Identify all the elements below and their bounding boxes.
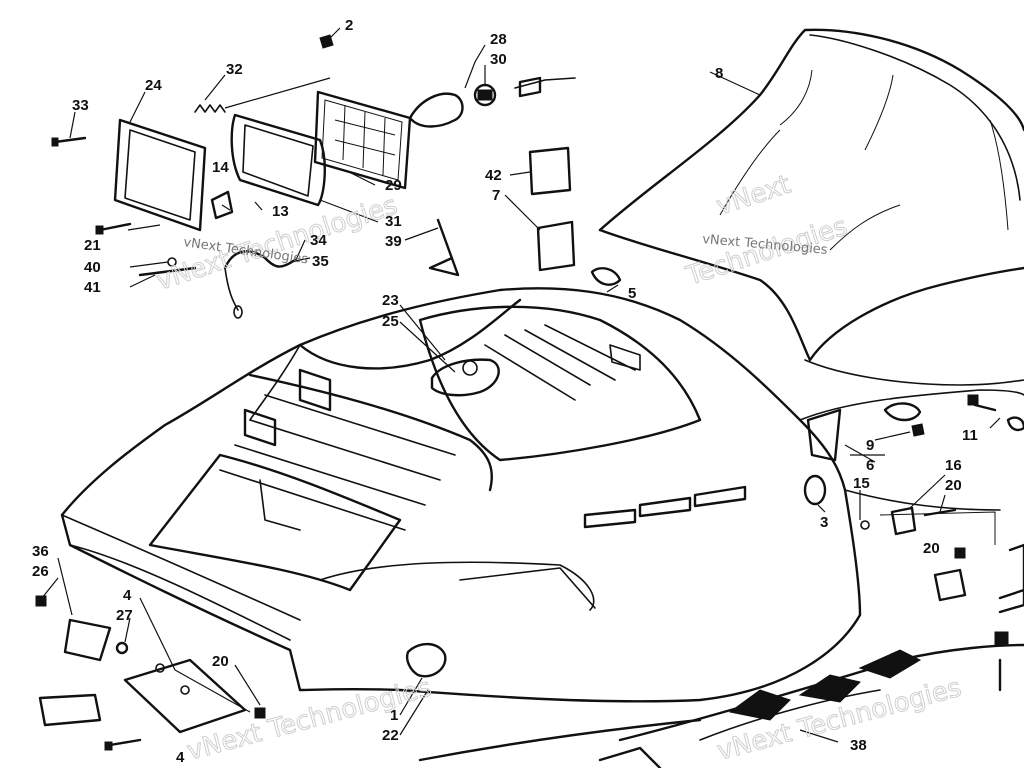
callout-39: 39 xyxy=(385,233,402,250)
callout-3: 3 xyxy=(820,514,828,531)
callout-15: 16 xyxy=(945,457,962,474)
callout-36: 36 xyxy=(32,543,49,560)
callout-41: 41 xyxy=(84,279,101,296)
callout-12: 13 xyxy=(272,203,289,220)
callout-14: 15 xyxy=(853,475,870,492)
callouts: 2 28 30 32 24 33 8 42 7 14 13 29 31 39 2… xyxy=(32,17,978,766)
callout-20-right: 20 xyxy=(923,540,940,557)
small-parts xyxy=(35,146,1024,751)
callout-1: 1 xyxy=(390,707,398,724)
hood xyxy=(60,287,1024,768)
callout-4: 4 xyxy=(123,587,132,604)
callout-25: 25 xyxy=(382,313,399,330)
callout-20: 20 xyxy=(212,653,229,670)
callout-8: 8 xyxy=(715,65,723,82)
callout-5: 5 xyxy=(628,285,636,302)
callout-6: 6 xyxy=(866,457,874,474)
callout-13: 14 xyxy=(212,159,229,176)
callout-9: 9 xyxy=(866,437,874,454)
callout-26: 26 xyxy=(32,563,49,580)
callout-29: 29 xyxy=(385,177,402,194)
callout-22: 22 xyxy=(382,727,399,744)
callout-33: 33 xyxy=(72,97,89,114)
headlight-assembly xyxy=(51,34,576,319)
leader-lines xyxy=(41,27,1001,743)
callout-42: 42 xyxy=(485,167,502,184)
callout-16: 20 xyxy=(945,477,962,494)
callout-27: 27 xyxy=(116,607,133,624)
callout-4-lower: 4 xyxy=(176,749,185,766)
callout-30: 30 xyxy=(490,51,507,68)
callout-34: 34 xyxy=(310,232,327,249)
callout-38: 38 xyxy=(850,737,867,754)
callout-7: 7 xyxy=(492,187,500,204)
windshield xyxy=(598,28,1024,386)
watermark-line1: vNext xyxy=(713,170,795,222)
callout-11: 11 xyxy=(962,427,978,444)
callout-40: 40 xyxy=(84,259,101,276)
callout-31: 31 xyxy=(385,213,402,230)
callout-23: 23 xyxy=(382,292,399,309)
callout-32: 32 xyxy=(226,61,243,78)
callout-21: 21 xyxy=(84,237,101,254)
callout-2: 2 xyxy=(345,17,353,34)
callout-28: 28 xyxy=(490,31,507,48)
callout-24: 24 xyxy=(145,77,162,94)
callout-35: 35 xyxy=(312,253,329,270)
